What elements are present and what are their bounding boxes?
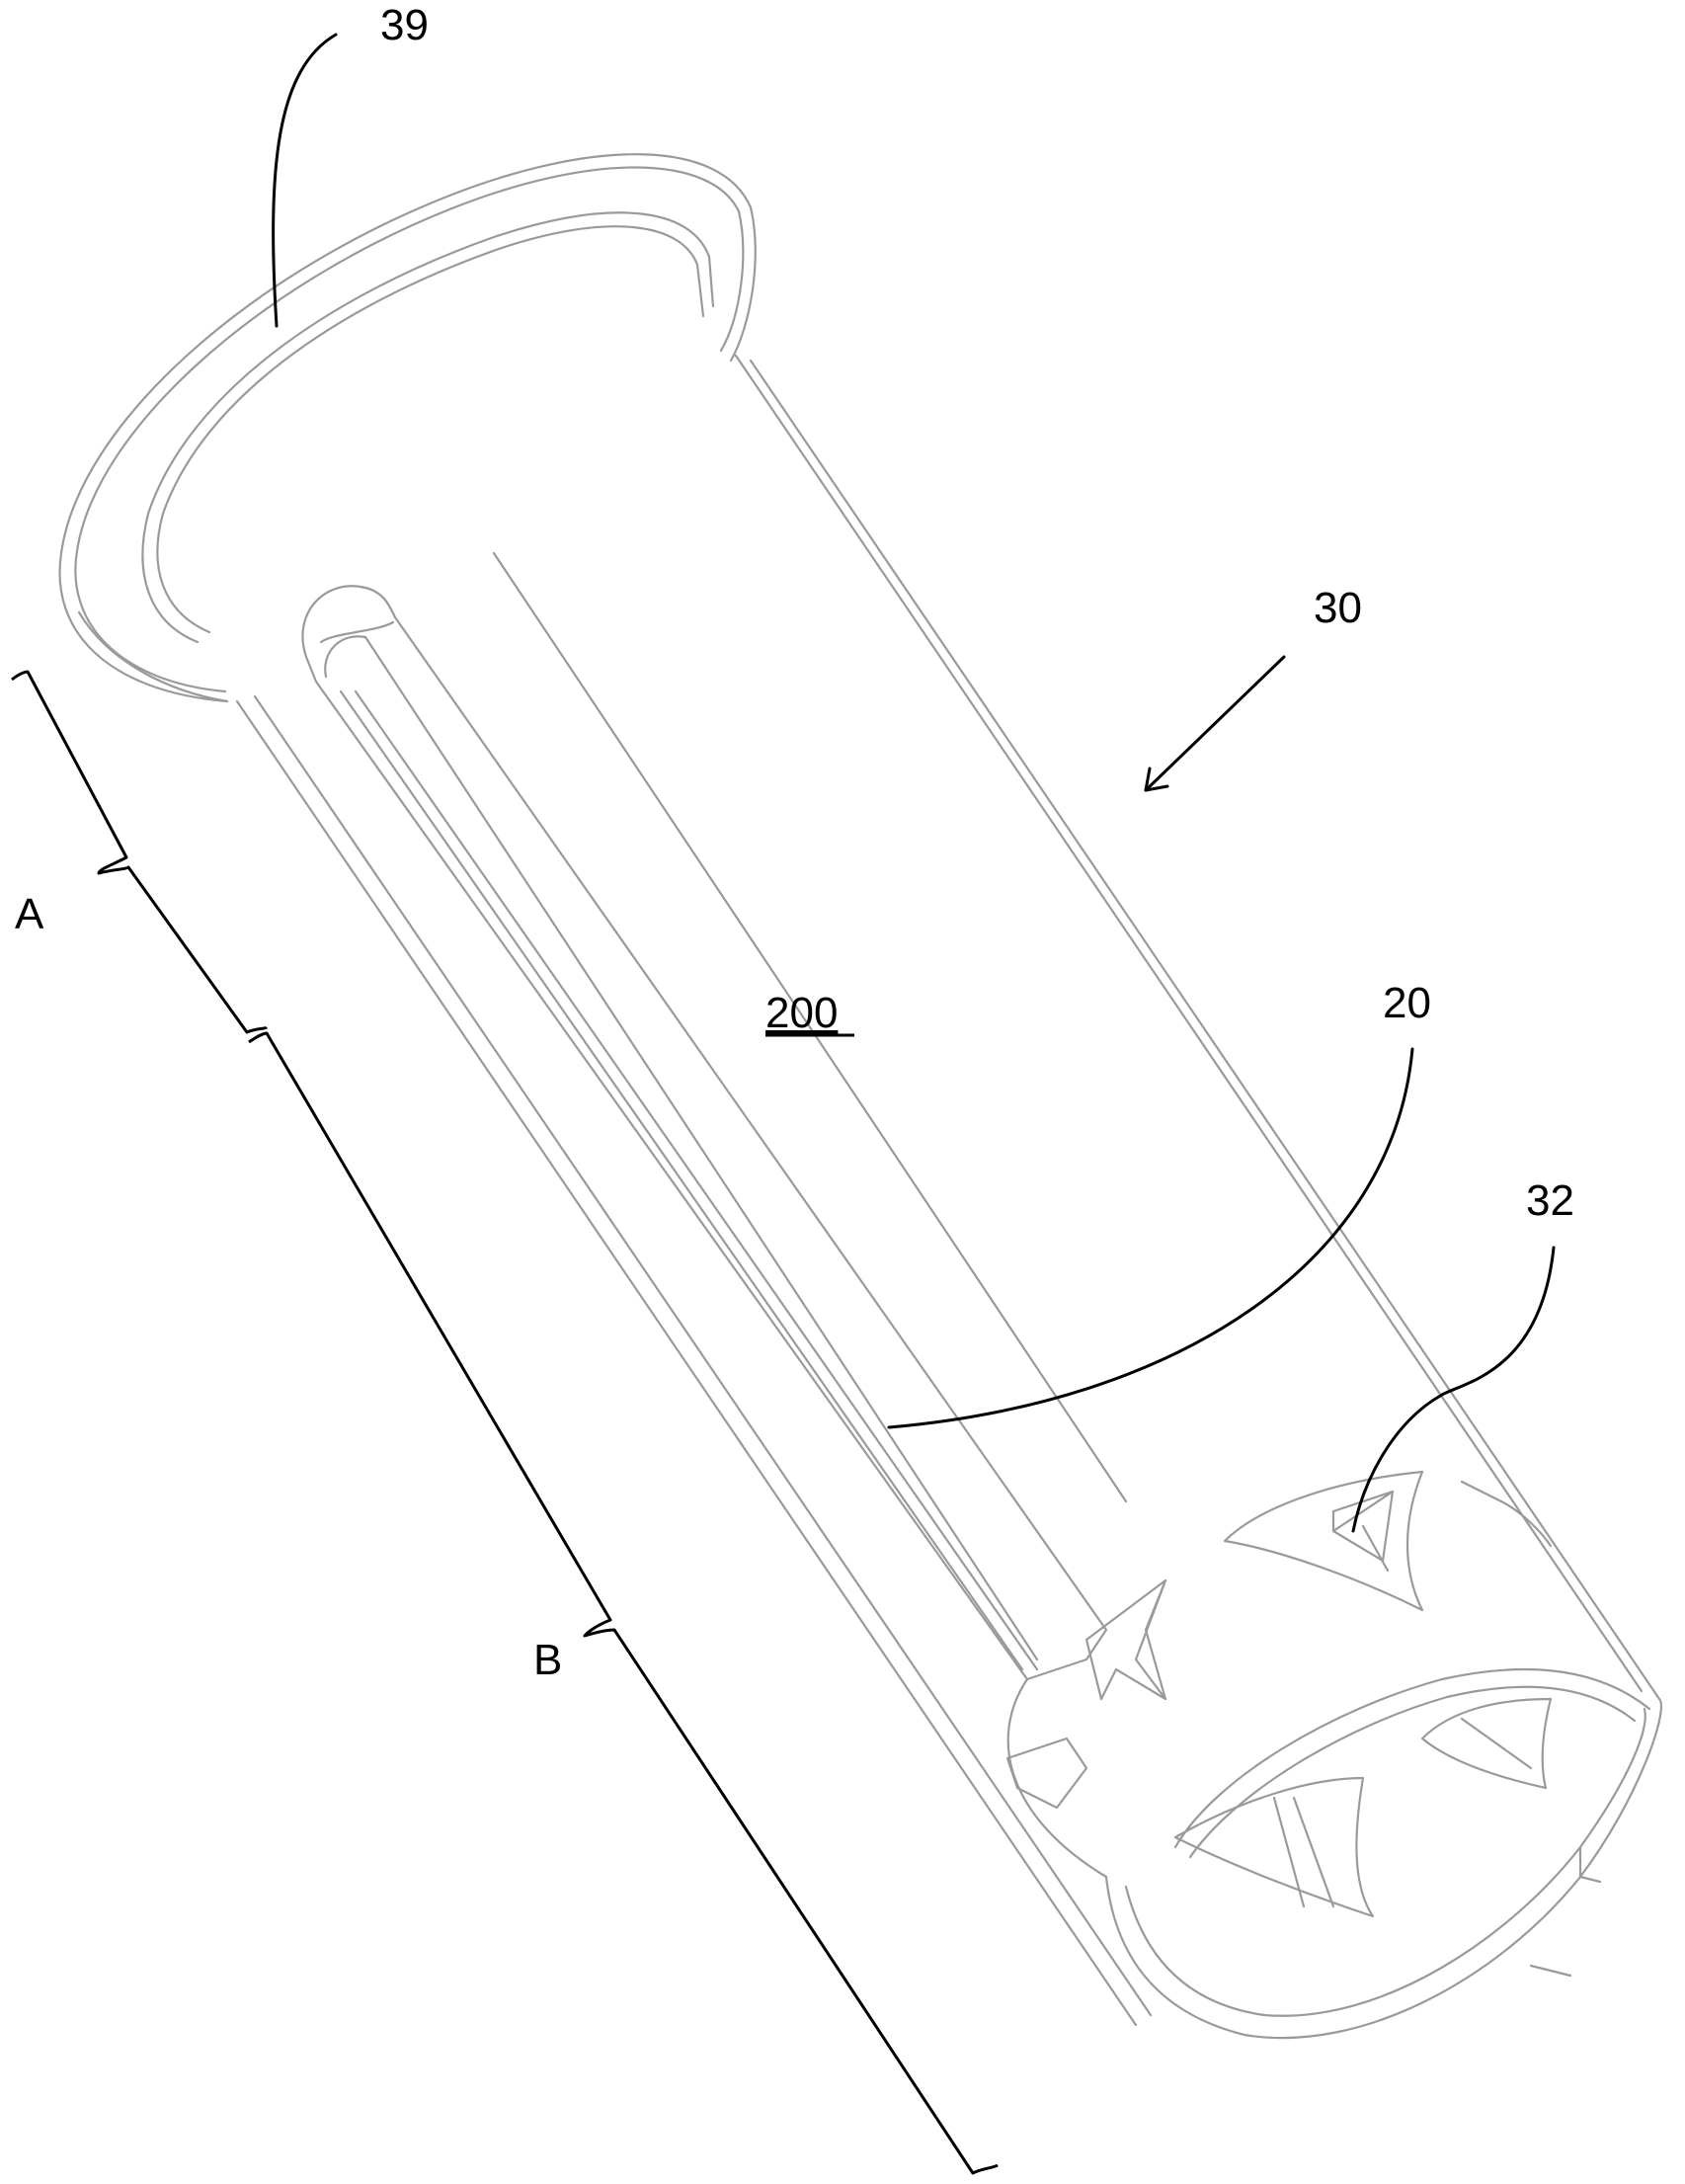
cylinder-right-edge bbox=[751, 361, 1659, 1699]
label-39: 39 bbox=[380, 1, 429, 49]
slot-depth-1 bbox=[341, 691, 1022, 1669]
tooth-window-mid bbox=[1086, 1580, 1165, 1699]
distal-notch-2 bbox=[1531, 1966, 1570, 1976]
label-30: 30 bbox=[1314, 584, 1362, 632]
cylinder-left-edge bbox=[237, 701, 1136, 2025]
label-a: A bbox=[15, 890, 44, 938]
distal-rim-outer bbox=[1008, 1679, 1661, 2038]
distal-notch-3 bbox=[1501, 1501, 1551, 1546]
distal-notch-4 bbox=[1462, 1482, 1501, 1501]
slot-outer bbox=[302, 586, 1106, 1679]
brace-a bbox=[12, 672, 267, 1032]
tube-body bbox=[59, 154, 1660, 2038]
label-b: B bbox=[533, 1636, 562, 1684]
tooth-window-right bbox=[1422, 1699, 1551, 1788]
tooth-window-left bbox=[1007, 1739, 1086, 1808]
slot-inner bbox=[325, 636, 1037, 1659]
distal-rim-inner bbox=[1126, 1709, 1645, 2016]
cylinder-left-edge-2 bbox=[255, 696, 1151, 2015]
leader-30 bbox=[1146, 657, 1284, 790]
tooth-window-lower-ridge bbox=[1274, 1798, 1333, 1906]
flange-step-inner bbox=[157, 226, 703, 632]
distal-opening-inner bbox=[1190, 1687, 1635, 1857]
cylinder-right-edge-2 bbox=[736, 356, 1642, 1691]
distal-opening bbox=[1175, 1669, 1649, 1847]
leader-32 bbox=[1353, 1248, 1554, 1531]
slot-depth-2 bbox=[356, 691, 1037, 1669]
label-200: 200 bbox=[765, 989, 838, 1037]
tooth-window-right-ridge bbox=[1462, 1719, 1531, 1768]
brace-b bbox=[249, 1033, 998, 2173]
label-32: 32 bbox=[1526, 1176, 1574, 1225]
label-20: 20 bbox=[1383, 979, 1431, 1027]
flange-inner-rim bbox=[75, 167, 743, 691]
slot-top-cap bbox=[321, 622, 393, 642]
